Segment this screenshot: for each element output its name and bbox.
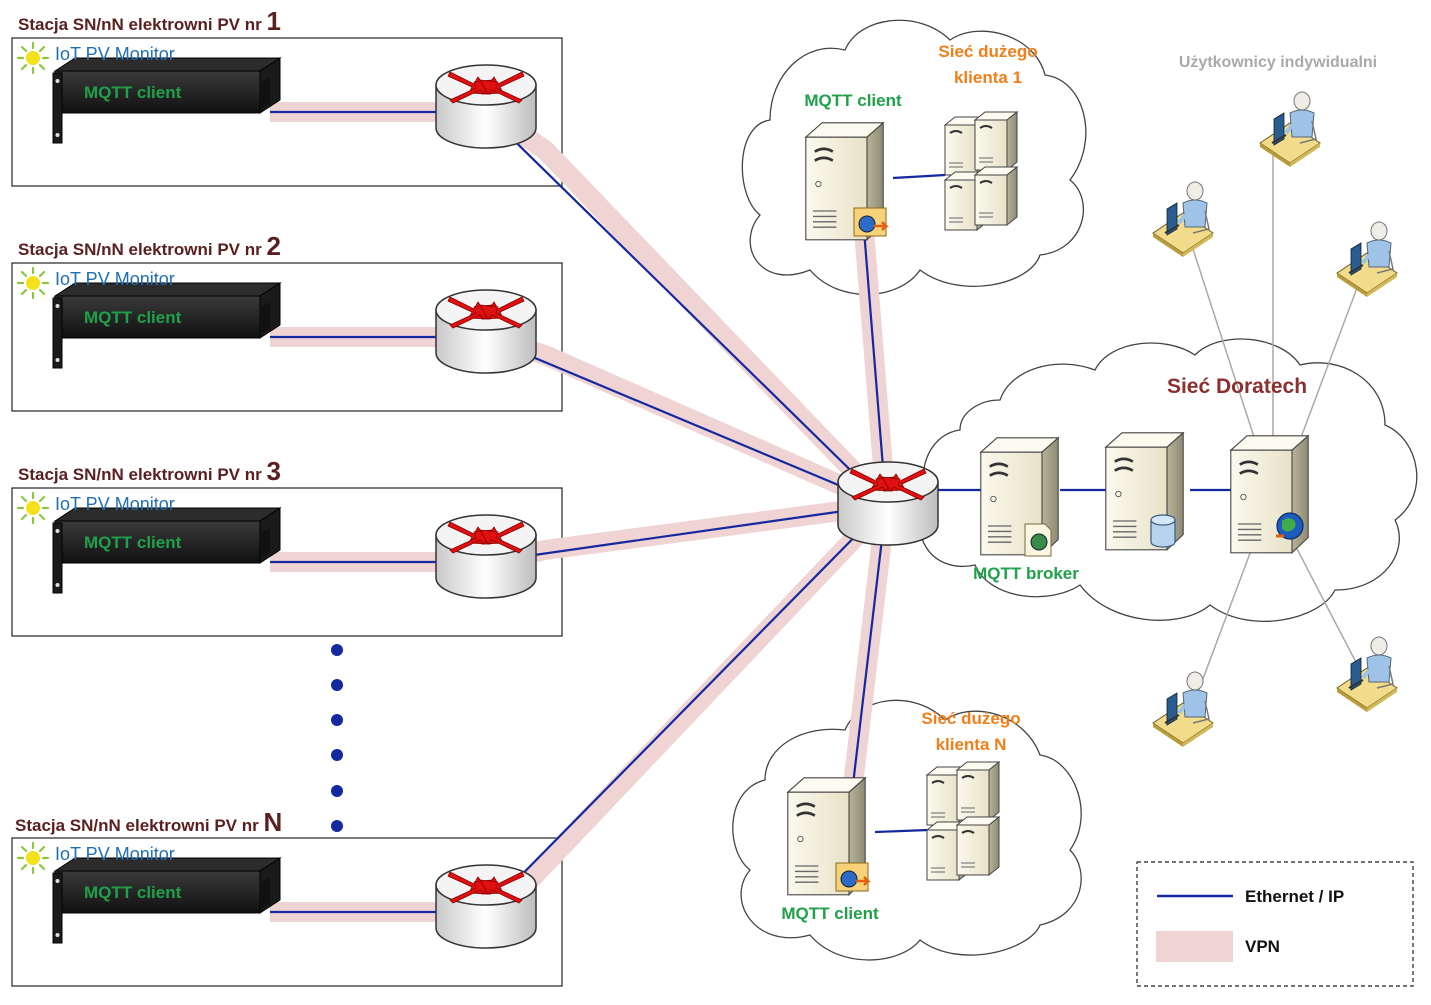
station-title-1: Stacja SN/nN elektrowni PV nr 1 [18,6,281,36]
user-workstation-icon [1151,670,1215,749]
sun-icon [16,41,50,75]
globe-icon [1024,523,1052,557]
router-icon [435,864,537,949]
router-icon [435,289,537,374]
client-network-n-title: Sieć dużego [921,709,1020,728]
router-icon [435,514,537,599]
mqtt-client-label: MQTT client [84,308,182,327]
individual-users-title: Użytkownicy indywidualni [1179,54,1377,71]
rack-server-icon [926,761,1000,881]
station-title-n: Stacja SN/nN elektrowni PV nr N [15,807,282,837]
user-links [1189,150,1361,701]
globe-icon [1276,512,1304,540]
legend-vpn-label: VPN [1245,937,1280,956]
mqtt-client-label: MQTT client [804,91,902,110]
database-icon [1150,514,1176,548]
globe-icon [853,207,890,237]
ellipsis-dots [331,644,343,832]
router-icon [837,461,939,546]
user-workstation-icon [1335,220,1399,299]
iot-monitor-label: IoT PV Monitor [55,844,175,864]
cloud-icon [741,19,1087,296]
globe-icon [835,862,872,892]
client-network-n-subtitle: klienta N [936,735,1007,754]
user-workstation-icon [1258,90,1322,169]
mqtt-client-label: MQTT client [84,883,182,902]
mqtt-broker-label: MQTT broker [973,564,1079,583]
legend: Ethernet / IP VPN [1136,861,1414,987]
sun-icon [16,841,50,875]
rack-server-icon [944,111,1018,231]
mqtt-client-label: MQTT client [84,533,182,552]
station-box-1 [11,37,563,187]
client-network-1-title: Sieć dużego [938,42,1037,61]
doratech-network-title: Sieć Doratech [1167,375,1307,398]
legend-ethernet-label: Ethernet / IP [1245,887,1344,906]
iot-monitor-label: IoT PV Monitor [55,269,175,289]
client-network-1-subtitle: klienta 1 [954,68,1022,87]
iot-monitor-label: IoT PV Monitor [55,44,175,64]
legend-vpn-swatch [1156,931,1233,962]
router-icon [435,64,537,149]
sun-icon [16,266,50,300]
user-workstation-icon [1335,635,1399,714]
user-workstation-icon [1151,180,1215,259]
station-box-3 [11,487,563,637]
station-title-3: Stacja SN/nN elektrowni PV nr 3 [18,456,281,486]
station-title-2: Stacja SN/nN elektrowni PV nr 2 [18,231,281,261]
mqtt-client-label: MQTT client [781,904,879,923]
mqtt-client-label: MQTT client [84,83,182,102]
sun-icon [16,491,50,525]
station-box-n [11,837,563,987]
iot-monitor-label: IoT PV Monitor [55,494,175,514]
station-box-2 [11,262,563,412]
